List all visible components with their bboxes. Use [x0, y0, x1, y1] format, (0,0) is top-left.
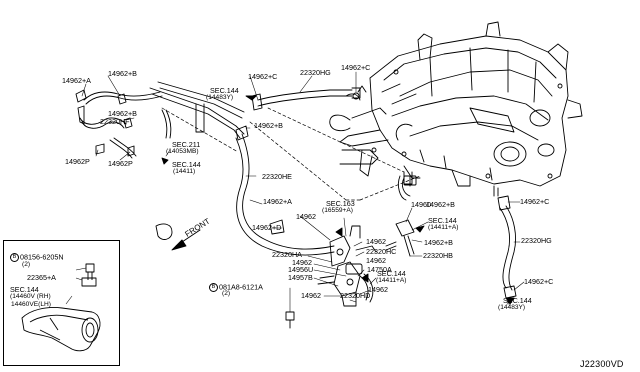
label-sec144-b: SEC.144 — [210, 86, 239, 95]
label-14962-c-right-top: 14962+C — [341, 63, 371, 72]
inset-label-08156-code: 08156-6205N — [20, 252, 64, 262]
hose-22320HE — [235, 133, 335, 256]
valve-assembly — [317, 225, 377, 307]
label-sec144-e-sub: (14483Y) — [498, 304, 526, 311]
label-22320hg-right: 22320HG — [521, 236, 552, 245]
label-14962-d: 14962+D — [252, 223, 282, 232]
label-14962-c1: 14962 — [366, 237, 386, 246]
inset-label-rh: (14460V (RH) — [10, 293, 51, 300]
inset-label-lh: 14460VE(LH) — [11, 301, 51, 308]
label-14962-c3: 14962 — [366, 256, 386, 265]
label-14962p-b: 14962P — [108, 159, 133, 168]
circle-b-icon: B — [209, 283, 218, 292]
inset-circle-b-icon: B — [10, 253, 19, 262]
label-081a8-code: 081A8-6121A — [219, 282, 263, 292]
label-sec163: SEC.163 — [326, 199, 355, 208]
label-sec144-e: SEC.144 — [503, 296, 532, 305]
hose-22320HG-right — [497, 195, 517, 299]
label-sec163-sub: (16559+A) — [322, 207, 353, 214]
label-22320hg-top: 22320HG — [300, 68, 331, 77]
intake-manifold — [329, 21, 583, 187]
label-14962-c-top: 14962+C — [248, 72, 278, 81]
inset-box — [3, 240, 120, 366]
label-081a8-qty: (2) — [222, 290, 231, 297]
label-14962-bottom: 14962 — [301, 291, 321, 300]
front-arrow-icon — [171, 229, 201, 251]
label-sec144-c-sub: (14411+A) — [428, 224, 459, 231]
label-14962-b-top-left: 14962+B — [108, 69, 137, 78]
label-14962-c-right: 14962+C — [520, 197, 550, 206]
label-14962-b-r2: 14962+B — [424, 238, 453, 247]
label-14962-b-center: 14962+B — [254, 121, 283, 130]
label-22320hc: 22320HC — [366, 247, 397, 256]
label-14962p-a: 14962P — [65, 157, 90, 166]
label-22320hd: 22320HD — [340, 291, 371, 300]
diagram-code: J22300VD — [580, 359, 624, 369]
label-14962-left: 14962 — [296, 212, 316, 221]
label-14962-a-center: 14962+A — [263, 197, 292, 206]
label-14962-c2: 14962 — [292, 258, 312, 267]
label-sec144-c: SEC.144 — [428, 216, 457, 225]
label-22320hb: 22320HB — [423, 251, 453, 260]
label-sec144-a-sub: (14411) — [173, 168, 196, 175]
label-14962-b-mid: 14962+B — [108, 109, 137, 118]
label-14957b: 14957B — [288, 273, 313, 282]
label-14962-b-r1: 14962+B — [426, 200, 455, 209]
inset-label-22365: 22365+A — [27, 273, 56, 282]
label-sec144-d: SEC.144 — [377, 269, 406, 278]
label-14750a: 14750A — [367, 265, 392, 274]
label-22320he: 22320HE — [262, 172, 292, 181]
label-sec144-d-sub: (14411+A) — [376, 277, 407, 284]
label-14962-c-right-low: 14962+C — [524, 277, 554, 286]
label-sec144-b-sub: (14483Y) — [206, 94, 234, 101]
inset-artwork — [21, 263, 101, 352]
label-22320hf: 22320HF — [100, 117, 130, 126]
label-sec211-sub: (14053MB) — [166, 148, 199, 155]
inset-label-sec144: SEC.144 — [10, 285, 39, 294]
label-14962-bottom-2: 14962 — [368, 285, 388, 294]
label-14956u: 14956U — [288, 265, 314, 274]
label-14962-a-top-left: 14962+A — [62, 76, 91, 85]
label-22320ha: 22320HA — [272, 250, 302, 259]
inset-label-08156-qty: (2) — [22, 261, 31, 268]
label-14960: 14960 — [411, 200, 431, 209]
label-sec211: SEC.211 — [172, 140, 201, 149]
label-sec144-a: SEC.144 — [172, 160, 201, 169]
